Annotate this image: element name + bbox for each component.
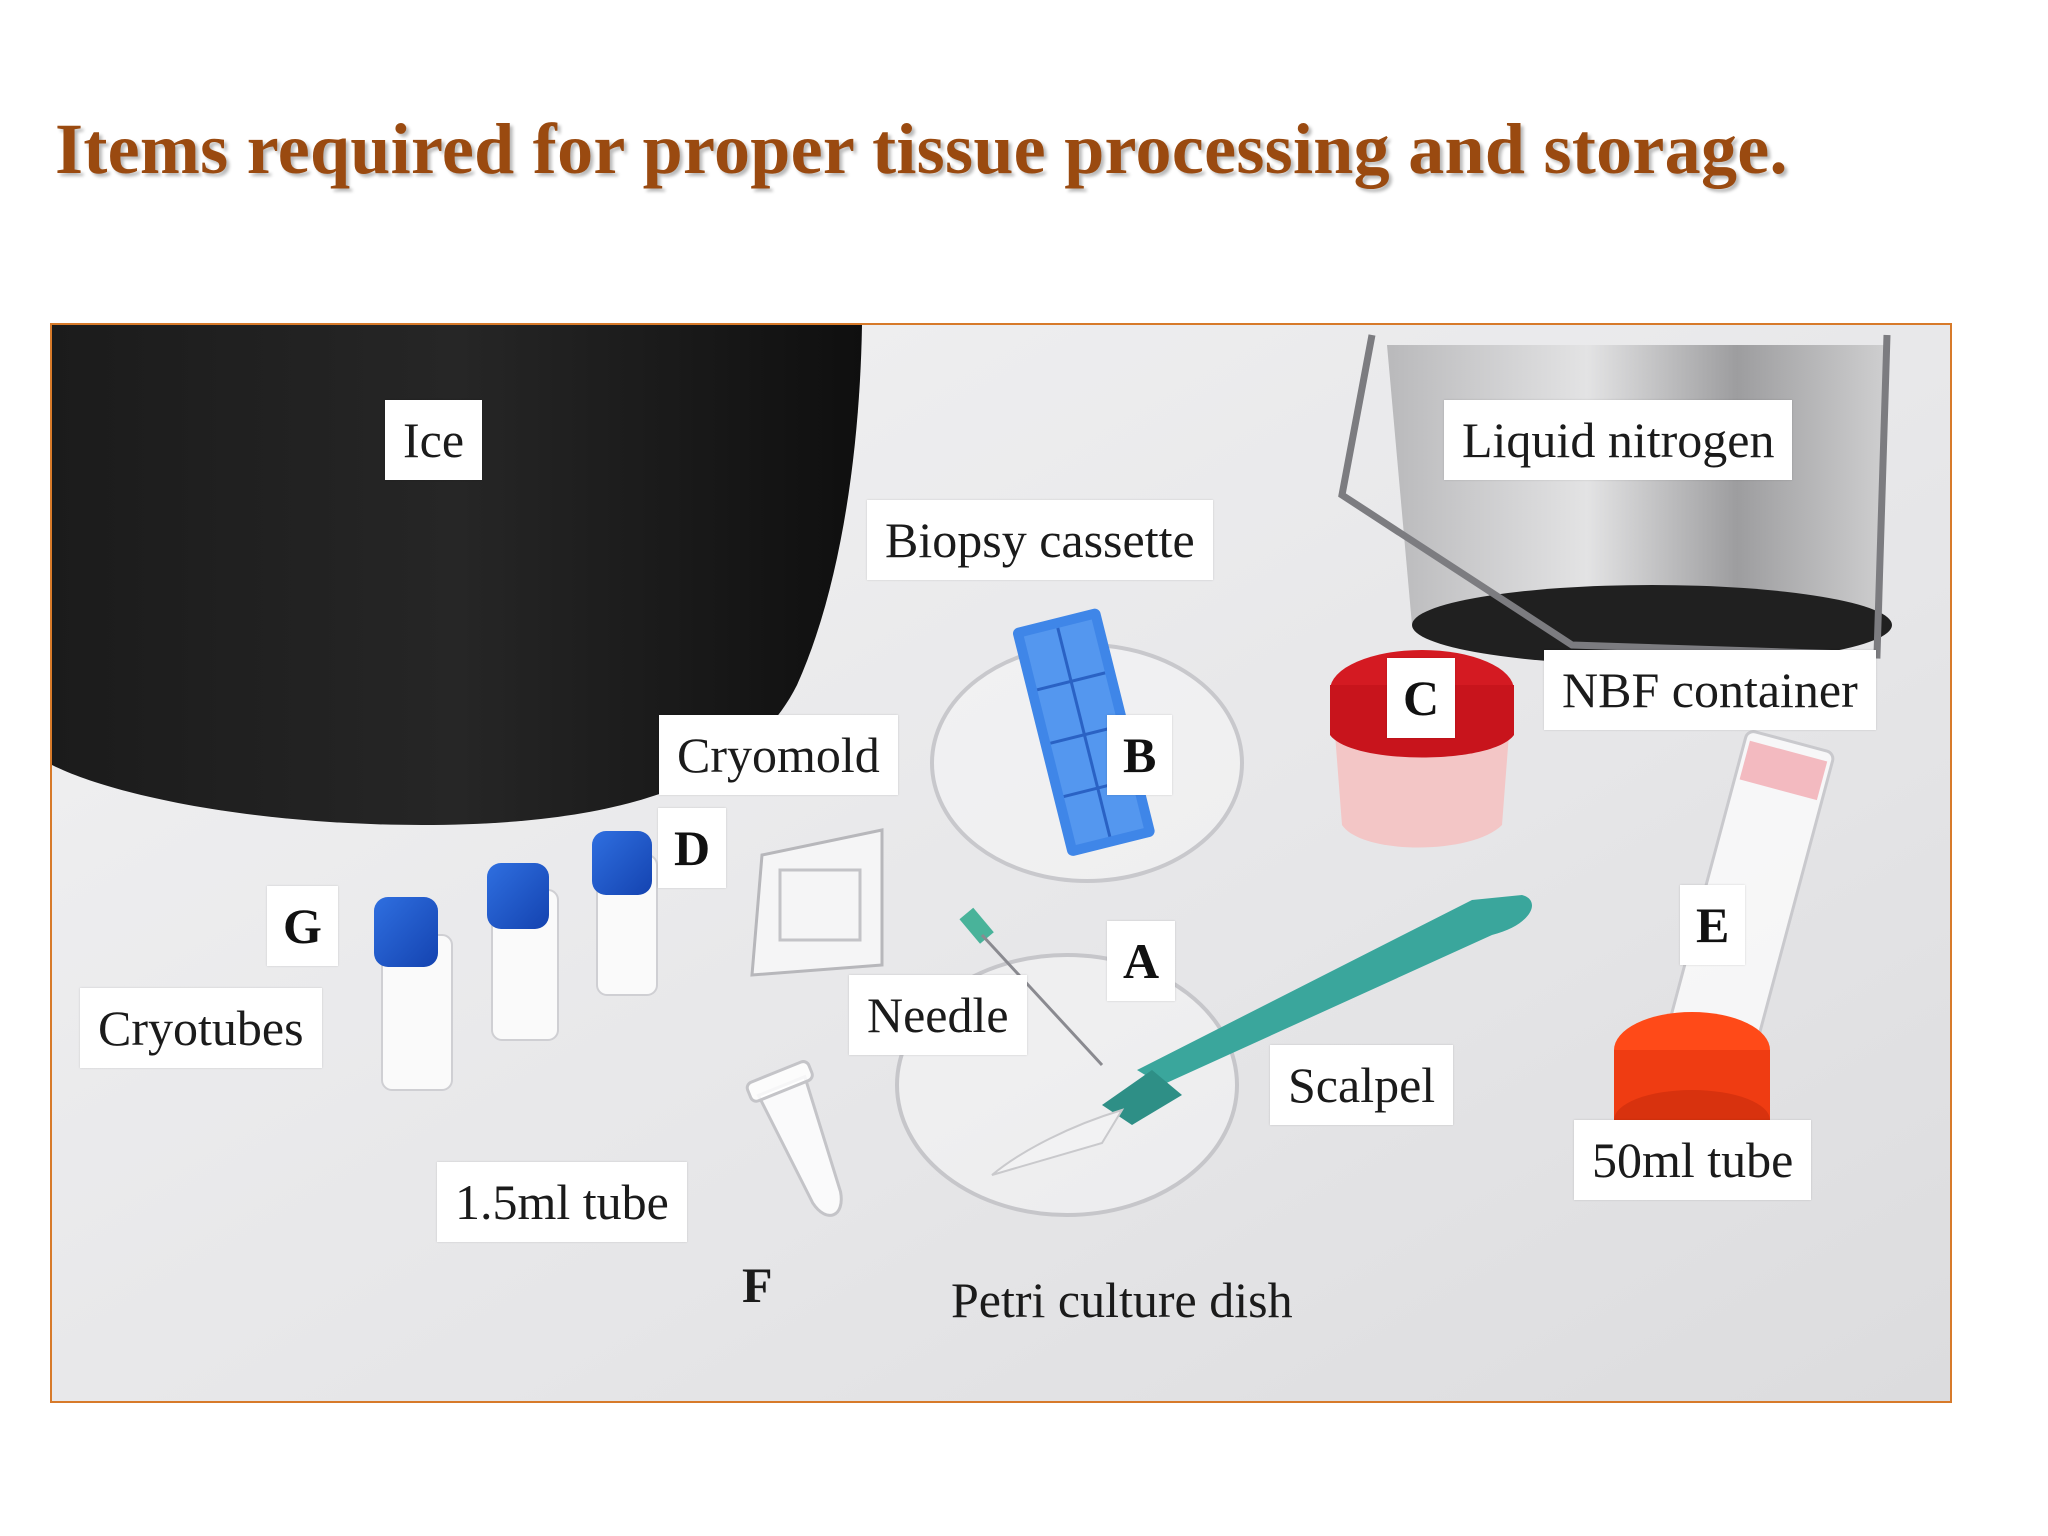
liquid-nitrogen-dewar xyxy=(1338,334,1892,665)
letter-a: A xyxy=(1107,921,1176,1001)
lab-items-photo: Ice Liquid nitrogen Biopsy cassette Cryo… xyxy=(50,323,1952,1403)
label-nbf-container: NBF container xyxy=(1544,650,1876,730)
label-cryotubes: Cryotubes xyxy=(80,988,322,1068)
label-ice: Ice xyxy=(385,400,483,480)
label-scalpel: Scalpel xyxy=(1270,1045,1454,1125)
label-petri-dish: Petri culture dish xyxy=(951,1272,1293,1328)
ice-bucket xyxy=(52,325,862,825)
photo-illustration xyxy=(52,325,1950,1401)
cryomold xyxy=(750,828,884,977)
label-50ml-tube: 50ml tube xyxy=(1574,1120,1812,1200)
letter-e: E xyxy=(1680,885,1746,965)
letter-c: C xyxy=(1387,658,1456,738)
letter-b: B xyxy=(1107,715,1173,795)
label-1-5ml-tube: 1.5ml tube xyxy=(437,1162,687,1242)
label-biopsy-cassette: Biopsy cassette xyxy=(867,500,1213,580)
cryotubes xyxy=(374,831,658,1091)
letter-g: G xyxy=(267,886,338,966)
letter-d: D xyxy=(658,808,727,888)
label-liquid-nitrogen: Liquid nitrogen xyxy=(1444,400,1793,480)
page-title: Items required for proper tissue process… xyxy=(55,109,1788,189)
label-needle: Needle xyxy=(849,975,1027,1055)
letter-f: F xyxy=(742,1257,773,1313)
tube-1-5ml xyxy=(745,1060,843,1217)
label-cryomold: Cryomold xyxy=(659,715,898,795)
